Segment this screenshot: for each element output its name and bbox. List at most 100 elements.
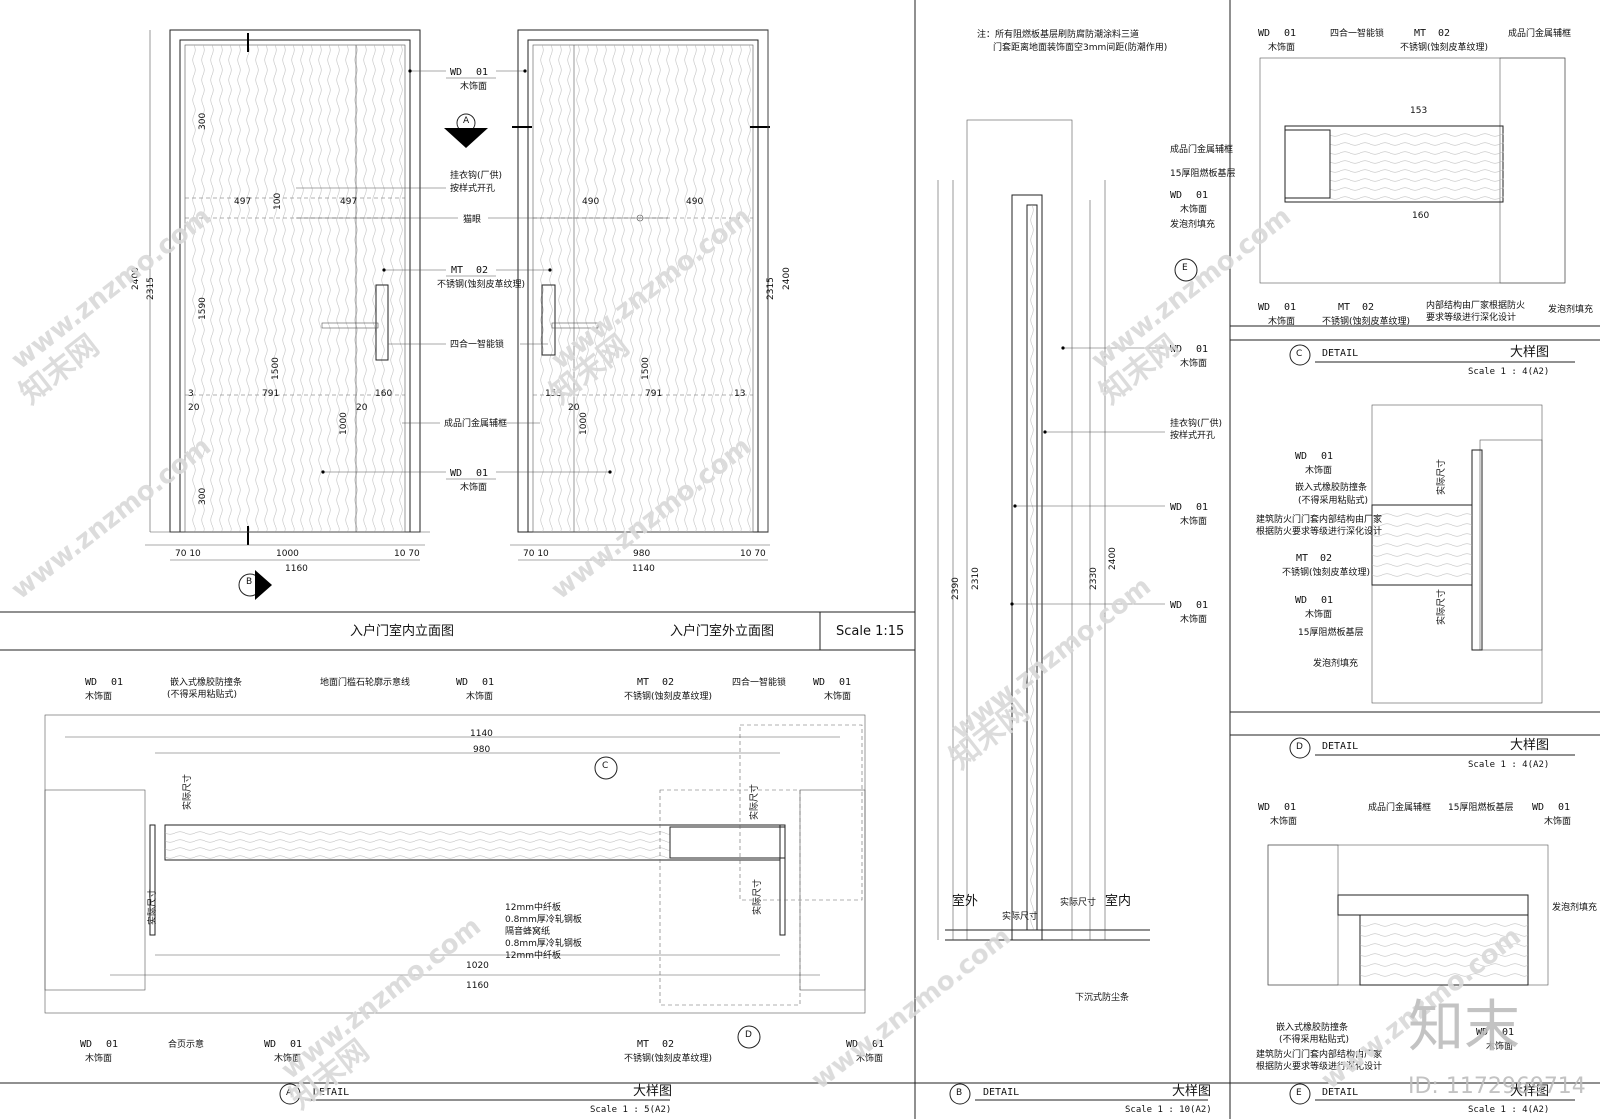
svg-text:WD: WD <box>1532 802 1544 813</box>
svg-text:01: 01 <box>872 1039 884 1050</box>
svg-text:大样图: 大样图 <box>1172 1084 1211 1099</box>
svg-text:WD: WD <box>1258 302 1270 313</box>
svg-text:木饰面: 木饰面 <box>466 690 493 702</box>
layer-4: 0.8mm厚冷轧钢板 <box>505 937 582 949</box>
dim-791-outer: 791 <box>645 389 662 399</box>
svg-text:木饰面: 木饰面 <box>1486 1040 1513 1052</box>
smart-lock-outer <box>541 284 556 356</box>
label-struct-2: 要求等级进行深化设计 <box>1426 311 1516 323</box>
svg-text:木饰面: 木饰面 <box>460 481 487 493</box>
svg-text:WD: WD <box>1170 600 1182 611</box>
svg-text:木饰面: 木饰面 <box>1268 41 1295 53</box>
svg-text:WD: WD <box>813 677 825 688</box>
svg-text:木饰面: 木饰面 <box>1180 203 1207 215</box>
svg-text:MT: MT <box>1338 302 1350 313</box>
dim-20-outer: 20 <box>568 403 580 413</box>
wood-grain-texture <box>192 44 403 533</box>
watermark-site-7: www.znzmo.com <box>276 912 487 1086</box>
detail-e-title: E DETAIL 大样图 Scale 1 : 4(A2) <box>1289 1083 1575 1115</box>
svg-text:WD: WD <box>1170 502 1182 513</box>
label-struct-1: 内部结构由厂家根据防火 <box>1426 299 1525 311</box>
svg-text:B: B <box>956 1088 962 1098</box>
label-foam-d: 发泡剂填充 <box>1313 657 1358 669</box>
detail-d-title: D DETAIL 大样图 Scale 1 : 4(A2) <box>1289 737 1575 770</box>
svg-text:WD: WD <box>1170 190 1182 201</box>
label-hook-b2: 按样式开孔 <box>1170 429 1215 441</box>
dim-2400-inner: 2400 <box>131 267 141 290</box>
svg-text:02: 02 <box>1362 302 1374 313</box>
dim-20-inner: 20 <box>188 403 200 413</box>
title-inner-elevation: 入户门室内立面图 <box>350 623 454 639</box>
svg-text:WD: WD <box>80 1039 92 1050</box>
wood-grain-texture <box>540 44 751 533</box>
svg-text:01: 01 <box>476 468 488 479</box>
dim-7010-inner: 70 10 <box>175 549 201 559</box>
label-hook: 挂衣钩(厂供) <box>450 169 502 181</box>
callout-c: C <box>594 756 618 780</box>
svg-text:Scale 1 : 4(A2): Scale 1 : 4(A2) <box>1468 760 1549 770</box>
label-rubber-e2: (不得采用粘贴式) <box>1279 1033 1349 1045</box>
watermark-id: ID: 1172969714 <box>1408 1074 1586 1099</box>
svg-text:A: A <box>286 1088 293 1098</box>
label-frame: 成品门金属辅框 <box>444 417 507 429</box>
svg-text:木饰面: 木饰面 <box>85 690 112 702</box>
svg-text:木饰面: 木饰面 <box>460 80 487 92</box>
svg-text:E: E <box>1182 263 1188 273</box>
dim-1590-inner: 1590 <box>198 297 208 320</box>
dim-1160-a: 1160 <box>466 981 489 991</box>
svg-text:WD: WD <box>1258 28 1270 39</box>
svg-text:WD: WD <box>450 67 462 78</box>
wood-grain-texture <box>1359 923 1529 977</box>
svg-text:不锈钢(蚀刻皮革纹理): 不锈钢(蚀刻皮革纹理) <box>624 690 712 702</box>
note-2: 门套距离地面装饰面空3mm间距(防潮作用) <box>993 41 1167 53</box>
actual-a3: 实际尺寸 <box>181 774 193 810</box>
dim-2315-outer: 2315 <box>766 277 776 300</box>
svg-text:01: 01 <box>1321 595 1333 606</box>
tag-mt-c2: MT 02 不锈钢(蚀刻皮革纹理) <box>1322 302 1410 327</box>
svg-text:WD: WD <box>1295 595 1307 606</box>
dim-153-c: 153 <box>1410 106 1427 116</box>
svg-text:WD: WD <box>1170 344 1182 355</box>
svg-text:WD: WD <box>85 677 97 688</box>
dim-7010-outer: 70 10 <box>523 549 549 559</box>
actual-d1: 实际尺寸 <box>1435 459 1447 495</box>
dim-497-left: 497 <box>234 197 251 207</box>
label-dust: 下沉式防尘条 <box>1075 991 1129 1003</box>
dim-300-inner-top: 300 <box>198 113 208 130</box>
svg-text:02: 02 <box>476 265 488 276</box>
svg-text:01: 01 <box>290 1039 302 1050</box>
dim-980-a: 980 <box>473 745 490 755</box>
label-foam-b: 发泡剂填充 <box>1170 218 1215 230</box>
svg-text:不锈钢(蚀刻皮革纹理): 不锈钢(蚀刻皮革纹理) <box>1322 315 1410 327</box>
svg-text:大样图: 大样图 <box>1510 738 1549 753</box>
svg-text:木饰面: 木饰面 <box>1180 357 1207 369</box>
svg-text:C: C <box>602 761 608 771</box>
label-inside: 室内 <box>1105 893 1131 909</box>
layer-2: 0.8mm厚冷轧钢板 <box>505 913 582 925</box>
dim-490-right: 490 <box>686 197 703 207</box>
layer-1: 12mm中纤板 <box>505 901 561 913</box>
label-lock-c: 四合一智能锁 <box>1330 27 1384 39</box>
actual-a1: 实际尺寸 <box>146 889 158 925</box>
svg-text:WD: WD <box>1295 451 1307 462</box>
inner-elevation <box>145 29 430 561</box>
dim-1020-a: 1020 <box>466 961 489 971</box>
svg-text:01: 01 <box>111 677 123 688</box>
dim-1160-inner: 1160 <box>285 564 308 574</box>
svg-text:02: 02 <box>1320 553 1332 564</box>
svg-text:木饰面: 木饰面 <box>274 1052 301 1064</box>
dim-2330-b: 2330 <box>1089 567 1099 590</box>
svg-text:02: 02 <box>662 1039 674 1050</box>
label-lock: 四合一智能锁 <box>450 338 504 350</box>
svg-text:D: D <box>1296 742 1303 752</box>
